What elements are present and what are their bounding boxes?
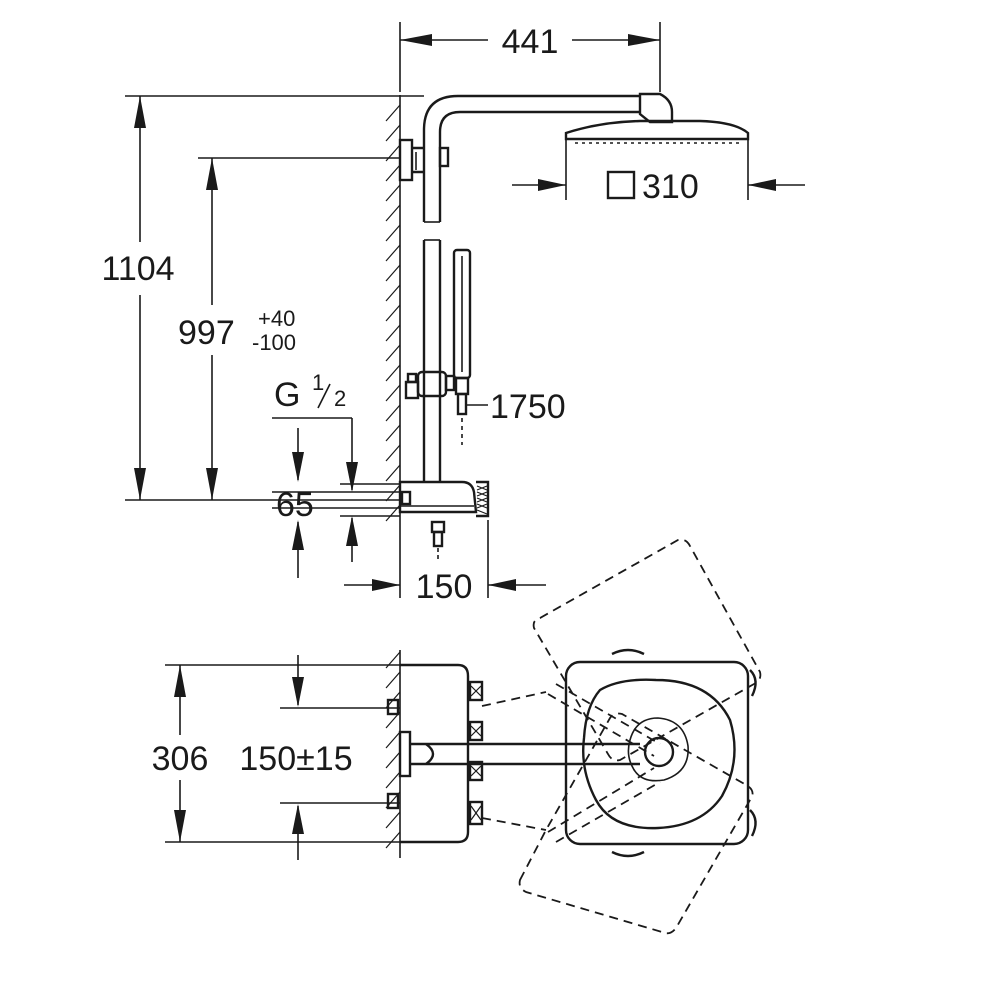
rotation-range-outlines [481,538,762,935]
dim-1104-label: 1104 [101,250,174,288]
dim-306-label: 306 [152,740,209,778]
dim-997-tol-plus: +40 [258,306,295,331]
dim-997-tol-minus: -100 [252,330,296,355]
thread-size-label: G 1 2 [272,370,358,492]
slider-holder [404,370,456,400]
wall-elevation [385,95,401,522]
dimension-inlet-spacing: 65 [272,428,400,578]
shower-head-plan [564,648,757,858]
dim-150-label: 150 [416,568,473,606]
shower-head-elevation [564,119,750,144]
dimension-plan-projection: 150±15 [239,655,400,860]
dimension-head-size: 310 [512,138,805,206]
arm-plan [398,730,640,778]
elevation-view: 441 310 1104 [101,22,805,606]
square-outline-icon [606,170,636,200]
dimension-bracket-height: 997 +40 -100 [178,157,400,500]
plan-view: 306 150±15 [152,538,762,935]
dim-150-15-label: 150±15 [239,740,352,778]
thread-numerator: 1 [312,370,324,395]
thermostat-plan [386,663,484,844]
dimension-overall-height: 1104 [101,95,424,501]
wall-bracket [398,138,450,182]
dimension-thermostat-depth: 150 [344,520,546,606]
thermostat-elevation [398,480,490,560]
thread-denominator: 2 [334,386,346,411]
hand-shower [452,248,472,445]
dim-997-label: 997 [178,314,235,352]
wall-plan [385,650,401,858]
dimension-hose-length: 1750 [466,388,566,426]
dim-65-label: 65 [276,486,314,524]
dimension-arm-projection: 441 [399,22,661,92]
dim-441-label: 441 [502,23,559,61]
dim-1750-label: 1750 [490,388,566,426]
thread-g-label: G [274,376,300,414]
dim-310-label: 310 [642,168,699,206]
dimension-plan-height: 306 [152,664,400,843]
